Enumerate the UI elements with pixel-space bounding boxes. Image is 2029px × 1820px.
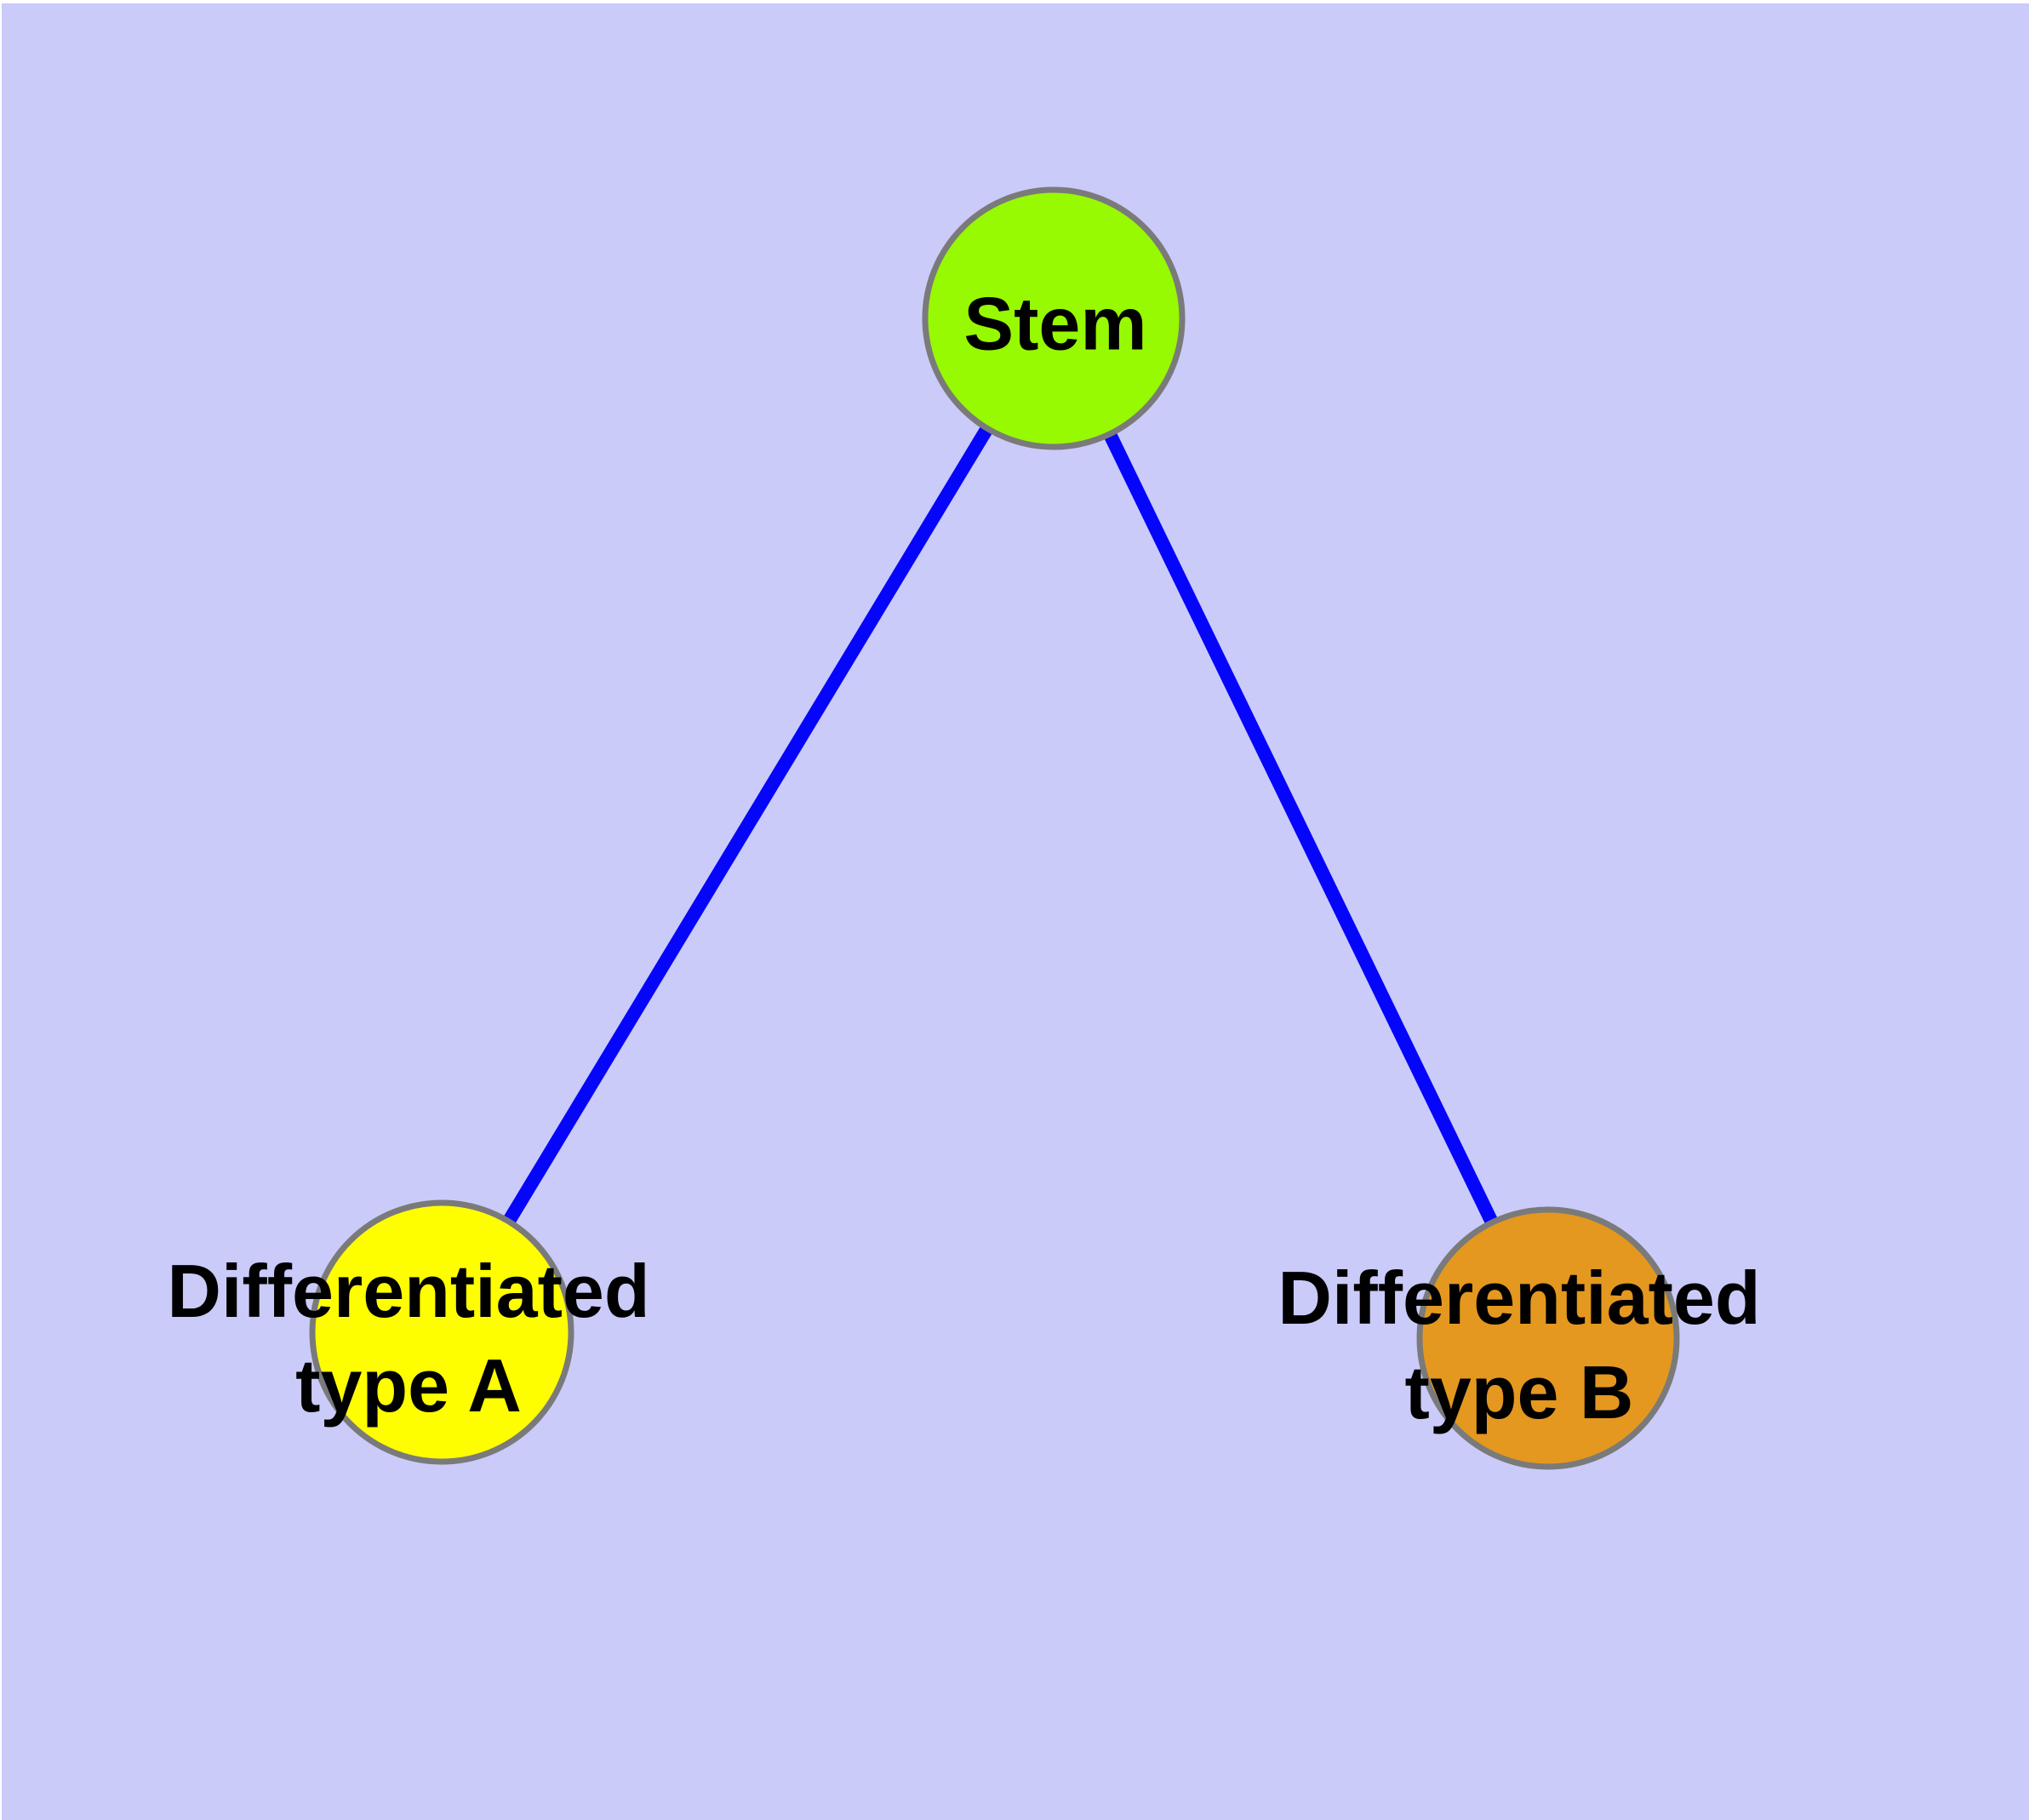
node-type-b-label-line2: type B: [1404, 1350, 1634, 1434]
node-type-a-label-line1: Differentiated: [167, 1249, 650, 1333]
node-type-a-label: Differentiated type A: [167, 1244, 649, 1433]
node-type-b-label-line1: Differentiated: [1277, 1256, 1761, 1340]
node-stem-circle: [922, 186, 1186, 450]
node-type-a-label-line2: type A: [295, 1343, 522, 1428]
graph-svg: [309, 186, 1680, 1470]
node-stem-label: Stem: [963, 281, 1147, 366]
diagram-canvas: Stem Differentiated type A Differentiate…: [2, 3, 2029, 1820]
node-type-b-label: Differentiated type B: [1277, 1251, 1760, 1439]
node-type-a-circle: [309, 1199, 574, 1465]
node-type-b-circle: [1416, 1206, 1680, 1470]
edge-stem-to-type-b: [1047, 315, 1555, 1342]
edge-stem-to-type-a: [436, 314, 1060, 1336]
